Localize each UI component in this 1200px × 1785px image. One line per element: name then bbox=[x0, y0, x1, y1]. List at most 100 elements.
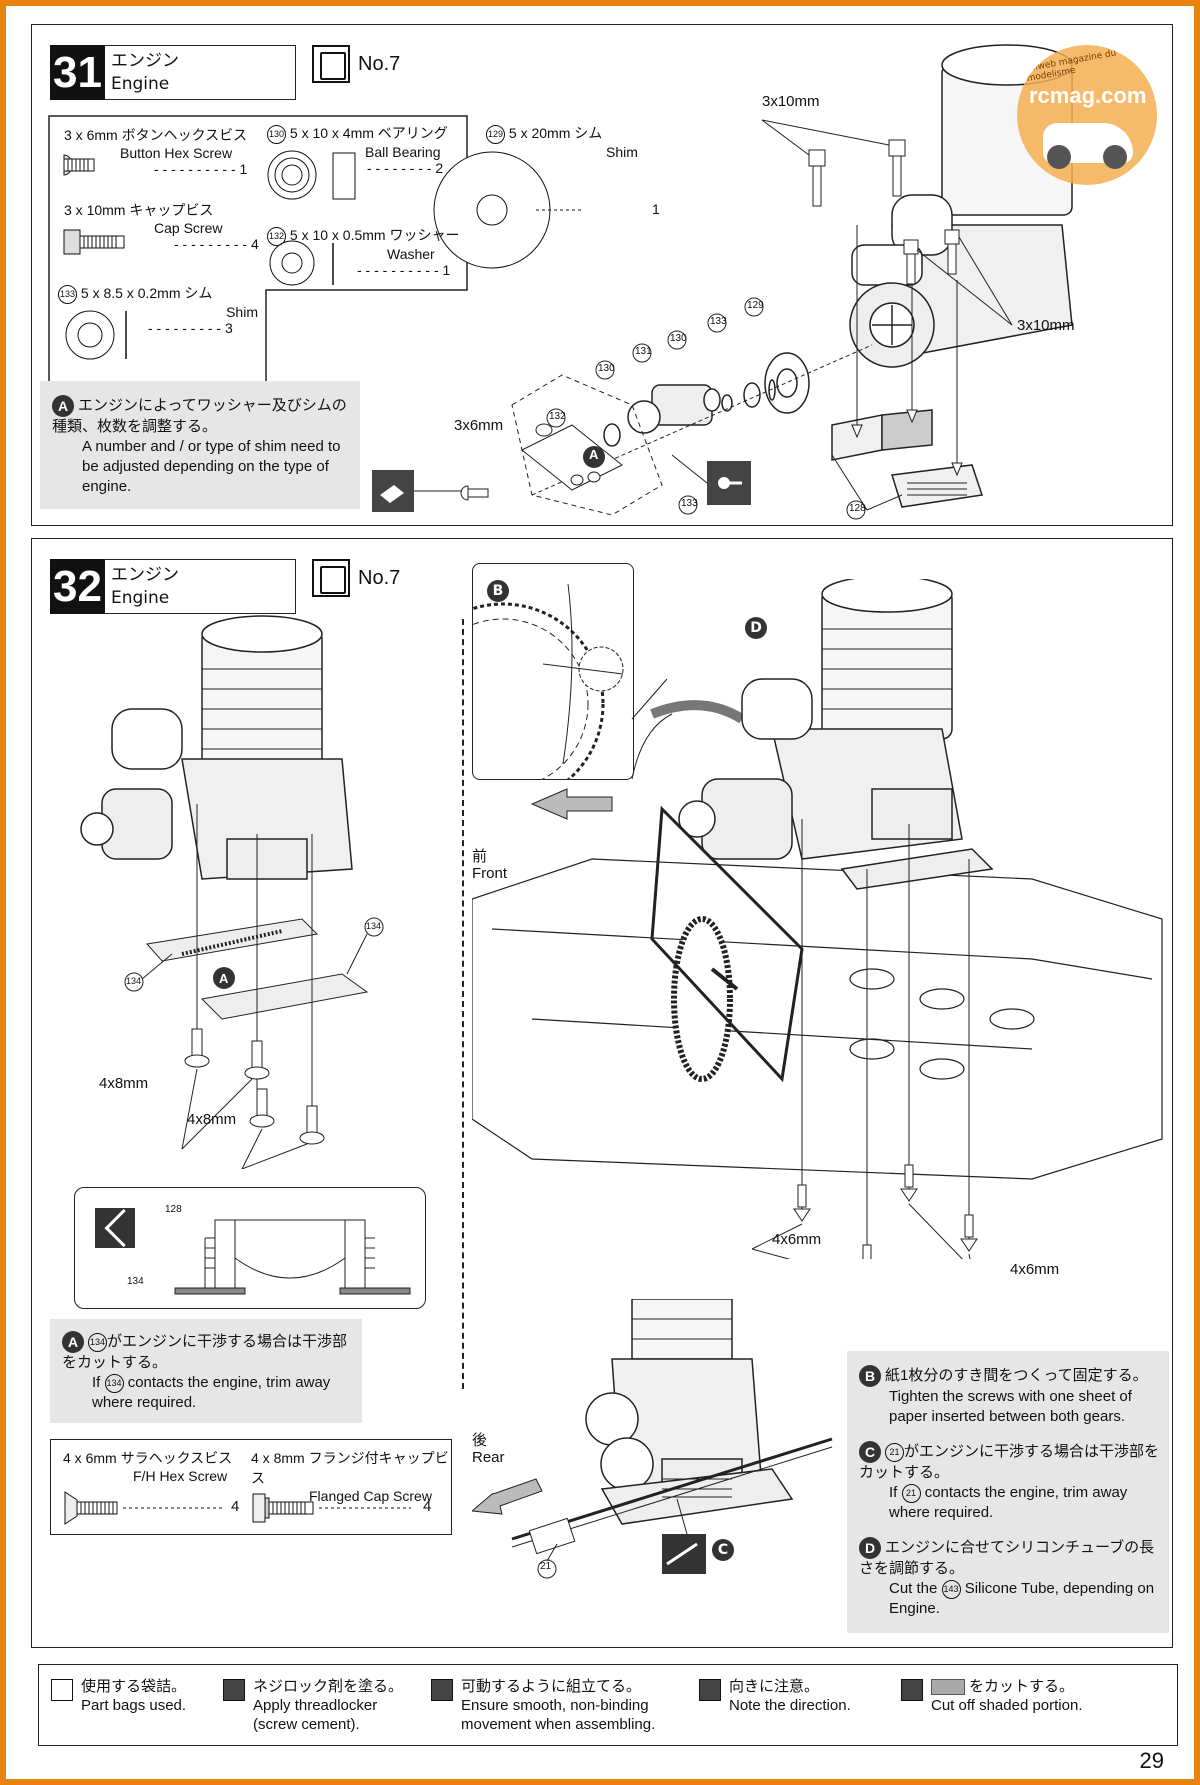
shim-group-letter: A bbox=[589, 447, 599, 462]
part-shim-129-qty: 1 bbox=[652, 201, 660, 217]
screw-4x8-illustration bbox=[184, 1028, 325, 1145]
callout-134c: 134 bbox=[127, 1276, 144, 1287]
legend-direction: 向きに注意。Note the direction. bbox=[699, 1677, 879, 1715]
screw-label-4x8-b: 4x8mm bbox=[187, 1111, 237, 1128]
flanged-cap-screw-icon bbox=[252, 1493, 411, 1523]
clutch-parts-chain bbox=[603, 352, 810, 447]
callout-letter-d: D bbox=[745, 617, 767, 639]
legend-cut: をカットする。Cut off shaded portion. bbox=[901, 1677, 1161, 1715]
part-id-badge: 129 bbox=[486, 124, 505, 144]
bag-number: No.7 bbox=[358, 52, 401, 75]
shim-129-icon bbox=[433, 151, 582, 269]
detail-letter-b: B bbox=[487, 580, 509, 602]
ball-bearing-icon bbox=[267, 150, 356, 200]
part-fh-qty: 4 bbox=[231, 1498, 240, 1515]
screw-label-3x10-right: 3x10mm bbox=[1017, 317, 1075, 334]
mount-plate-a bbox=[146, 918, 319, 962]
note-letter-badge: A bbox=[62, 1331, 84, 1353]
rear-detail-illustration bbox=[472, 1299, 833, 1579]
bag-reference: No.7 bbox=[312, 45, 400, 83]
callout-134a: 134 bbox=[126, 976, 142, 986]
step-32-panel: 32 エンジン Engine No.7 bbox=[31, 538, 1173, 1648]
part-fh-hex-screw: 4 x 6mm サラヘックスビス F/H Hex Screw bbox=[63, 1450, 233, 1484]
buggy-icon bbox=[1043, 123, 1133, 169]
label-front-en: Front bbox=[472, 865, 508, 882]
step-31-panel: 31 エンジン Engine No.7 bbox=[31, 24, 1173, 526]
screw-3x6-illustration bbox=[460, 485, 489, 501]
screw-label-4x6-b: 4x6mm bbox=[1010, 1261, 1060, 1278]
step-31-exploded-diagram bbox=[372, 44, 1073, 520]
symbol-legend: 使用する袋詰。Part bags used. ネジロック剤を塗る。Apply t… bbox=[38, 1664, 1178, 1746]
leader-line bbox=[761, 119, 890, 146]
mount-cross-section bbox=[174, 1219, 411, 1295]
engine-illustration bbox=[678, 579, 994, 890]
step-31-header: 31 エンジン Engine bbox=[50, 45, 296, 100]
leader-line bbox=[761, 119, 810, 156]
callout-133b: 133 bbox=[681, 498, 698, 509]
part-flanged-qty: 4 bbox=[423, 1498, 432, 1515]
chassis-engine-illustration bbox=[472, 579, 1163, 1259]
step-32-mount-diagram bbox=[80, 615, 384, 1169]
callout-letter-c: C bbox=[712, 1539, 734, 1561]
leader-line bbox=[958, 236, 1013, 326]
cut-icon bbox=[901, 1679, 923, 1701]
step-number: 31 bbox=[50, 45, 105, 100]
callout-128: 128 bbox=[165, 1204, 182, 1215]
part-flanged-cap-screw: 4 x 8mm フランジ付キャップビス Flanged Cap Screw bbox=[251, 1450, 449, 1504]
callout-133a: 133 bbox=[710, 316, 727, 327]
leader-line bbox=[916, 249, 1013, 326]
cap-screw-icon bbox=[63, 229, 125, 255]
callout-21: 21 bbox=[540, 1561, 552, 1572]
front-arrow bbox=[530, 788, 613, 820]
part-id-badge: 133 bbox=[58, 284, 77, 304]
part-button-hex-screw: 3 x 6mm ボタンヘックスビス Button Hex Screw - - -… bbox=[64, 127, 248, 177]
part-washer-132: 132 5 x 10 x 0.5mm ワッシャー Washer - - - - … bbox=[267, 226, 460, 278]
callout-134b: 134 bbox=[366, 921, 382, 931]
mount-plate-b bbox=[200, 973, 369, 1020]
legend-movement: 可動するように組立てる。Ensure smooth, non-binding m… bbox=[431, 1677, 681, 1734]
assembly-arrows bbox=[851, 225, 963, 477]
engine-mount-block bbox=[831, 409, 983, 508]
threadlocker-icon bbox=[223, 1679, 245, 1701]
step-title-en: Engine bbox=[111, 587, 170, 608]
callout-129: 129 bbox=[747, 300, 764, 311]
callout-130a: 130 bbox=[598, 363, 615, 374]
step-title-en: Engine bbox=[111, 73, 170, 94]
manual-page: 31 エンジン Engine No.7 bbox=[6, 6, 1194, 1779]
chassis-tub bbox=[472, 858, 1163, 1180]
page-number: 29 bbox=[1139, 1748, 1164, 1773]
screw-label-4x6-a: 4x6mm bbox=[772, 1231, 822, 1248]
shaded-swatch bbox=[931, 1679, 965, 1696]
movement-icon bbox=[431, 1679, 453, 1701]
callout-128: 128 bbox=[849, 503, 866, 514]
shim-133-icon bbox=[65, 310, 127, 360]
direction-detail-box: 128 134 bbox=[74, 1187, 426, 1309]
screw-3x10-illustration bbox=[808, 139, 960, 285]
part-ball-bearing: 130 5 x 10 x 4mm ベアリング Ball Bearing - - … bbox=[267, 124, 448, 176]
bag-number: No.7 bbox=[358, 566, 401, 589]
part-id-badge: 132 bbox=[267, 226, 286, 246]
part-cap-screw: 3 x 10mm キャップビス Cap Screw - - - - - - - … bbox=[64, 202, 259, 252]
step-title-jp: エンジン bbox=[111, 50, 179, 71]
engine-illustration bbox=[849, 44, 1073, 368]
watermark-text: rcmag.com bbox=[1029, 83, 1147, 108]
direction-icon bbox=[95, 1208, 143, 1248]
bag-icon bbox=[312, 45, 350, 83]
step-number: 32 bbox=[50, 559, 105, 614]
button-hex-screw-icon bbox=[63, 154, 95, 176]
note-letter-badge: A bbox=[52, 395, 74, 417]
part-shim-129: 129 5 x 20mm シム Shim bbox=[486, 124, 638, 160]
part-id-badge: 130 bbox=[267, 124, 286, 144]
part-shim-133: 133 5 x 8.5 x 0.2mm シム Shim - - - - - - … bbox=[58, 284, 258, 336]
bag-icon bbox=[51, 1679, 73, 1701]
washer-132-icon bbox=[269, 240, 334, 286]
fh-hex-screw-icon bbox=[64, 1491, 223, 1525]
spur-gear bbox=[671, 916, 733, 1082]
rcmag-watermark-logo: Lelweb magazine du modelisme rcmag.com bbox=[1017, 45, 1157, 185]
dashed-divider bbox=[462, 619, 464, 1389]
